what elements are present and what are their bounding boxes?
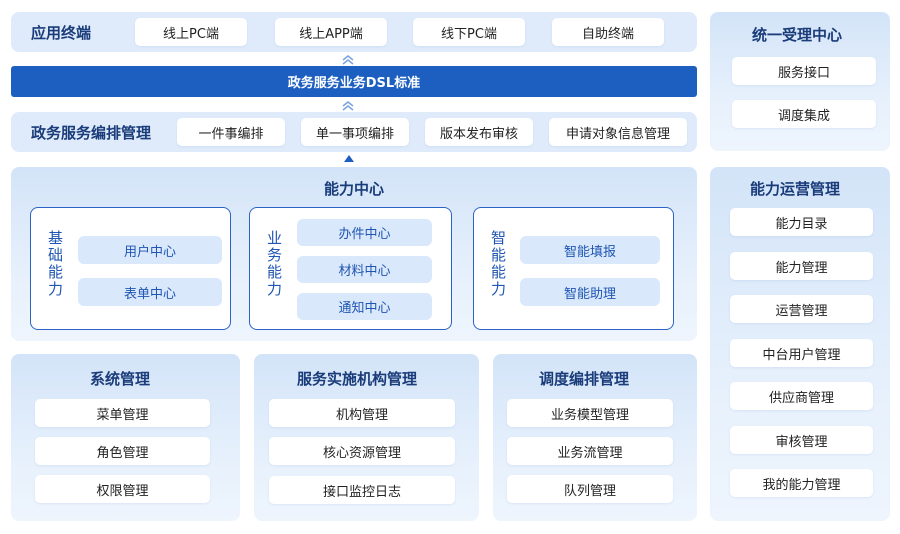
terminal-item-online-app[interactable]: 线上APP端	[275, 18, 387, 46]
chevron-up-icon	[342, 59, 354, 65]
service-org-panel: 服务实施机构管理 机构管理 核心资源管理 接口监控日志	[254, 354, 479, 521]
capability-group-intelligent: 智能能力 智能填报 智能助理	[473, 207, 674, 330]
capability-center-title: 能力中心	[324, 180, 385, 198]
capability-item-notice-center[interactable]: 通知中心	[297, 293, 432, 320]
scheduling-item-queue[interactable]: 队列管理	[507, 475, 673, 503]
capability-center-panel: 能力中心 基础能力 用户中心 表单中心 业务能力 办件中心 材料中心 通知中心 …	[11, 167, 697, 341]
capability-group-basic: 基础能力 用户中心 表单中心	[30, 207, 231, 330]
orchestration-item-applicant-info[interactable]: 申请对象信息管理	[549, 118, 687, 146]
chevron-up-icon	[342, 55, 354, 61]
capability-item-form-center[interactable]: 表单中心	[78, 278, 222, 306]
terminal-title: 应用终端	[31, 24, 92, 42]
capability-group-business: 业务能力 办件中心 材料中心 通知中心	[249, 207, 452, 330]
system-item-permission[interactable]: 权限管理	[35, 475, 210, 503]
capability-item-smart-assistant[interactable]: 智能助理	[520, 278, 660, 306]
orchestration-panel: 政务服务编排管理 一件事编排 单一事项编排 版本发布审核 申请对象信息管理	[11, 112, 697, 152]
orchestration-item-one-thing[interactable]: 一件事编排	[177, 118, 285, 146]
ops-item-review[interactable]: 审核管理	[730, 426, 873, 454]
ops-item-platform-user[interactable]: 中台用户管理	[730, 339, 873, 367]
system-management-panel: 系统管理 菜单管理 角色管理 权限管理	[11, 354, 240, 521]
chevron-up-icon	[342, 101, 354, 107]
orchestration-item-single-item[interactable]: 单一事项编排	[301, 118, 409, 146]
ops-item-catalog[interactable]: 能力目录	[730, 208, 873, 236]
scheduling-panel: 调度编排管理 业务模型管理 业务流管理 队列管理	[493, 354, 697, 521]
system-management-title: 系统管理	[90, 370, 151, 388]
scheduling-item-flow[interactable]: 业务流管理	[507, 437, 673, 465]
capability-item-material-center[interactable]: 材料中心	[297, 256, 432, 283]
service-org-item-core-resource[interactable]: 核心资源管理	[269, 437, 455, 465]
arrow-up-icon	[344, 155, 354, 162]
scheduling-title: 调度编排管理	[539, 370, 630, 388]
ops-item-capability[interactable]: 能力管理	[730, 252, 873, 280]
ops-title: 能力运营管理	[750, 180, 841, 198]
unified-item-service-api[interactable]: 服务接口	[732, 57, 876, 85]
service-org-item-org[interactable]: 机构管理	[269, 399, 455, 427]
ops-item-supplier[interactable]: 供应商管理	[730, 382, 873, 410]
service-org-title: 服务实施机构管理	[297, 370, 418, 388]
unified-center-title: 统一受理中心	[752, 26, 843, 44]
system-item-role[interactable]: 角色管理	[35, 437, 210, 465]
scheduling-item-model[interactable]: 业务模型管理	[507, 399, 673, 427]
terminal-item-kiosk[interactable]: 自助终端	[552, 18, 664, 46]
unified-item-scheduling-integration[interactable]: 调度集成	[732, 100, 876, 128]
ops-item-operation[interactable]: 运营管理	[730, 295, 873, 323]
capability-item-user-center[interactable]: 用户中心	[78, 236, 222, 264]
terminal-panel: 应用终端 线上PC端 线上APP端 线下PC端 自助终端	[11, 12, 697, 52]
orchestration-title: 政务服务编排管理	[31, 124, 152, 142]
terminal-item-online-pc[interactable]: 线上PC端	[135, 18, 247, 46]
service-org-item-interface-log[interactable]: 接口监控日志	[269, 476, 455, 504]
capability-group-business-label: 业务能力	[265, 230, 283, 298]
capability-item-smart-fill[interactable]: 智能填报	[520, 236, 660, 264]
ops-item-my-capability[interactable]: 我的能力管理	[730, 469, 873, 497]
system-item-menu[interactable]: 菜单管理	[35, 399, 210, 427]
chevron-up-icon	[342, 105, 354, 111]
capability-group-intelligent-label: 智能能力	[489, 230, 507, 298]
capability-item-case-center[interactable]: 办件中心	[297, 219, 432, 246]
terminal-item-offline-pc[interactable]: 线下PC端	[413, 18, 525, 46]
ops-panel: 能力运营管理 能力目录 能力管理 运营管理 中台用户管理 供应商管理 审核管理 …	[710, 167, 890, 521]
dsl-standard-bar: 政务服务业务DSL标准	[11, 66, 697, 97]
orchestration-item-version-review[interactable]: 版本发布审核	[425, 118, 533, 146]
unified-center-panel: 统一受理中心 服务接口 调度集成	[710, 12, 890, 151]
capability-group-basic-label: 基础能力	[46, 230, 64, 298]
